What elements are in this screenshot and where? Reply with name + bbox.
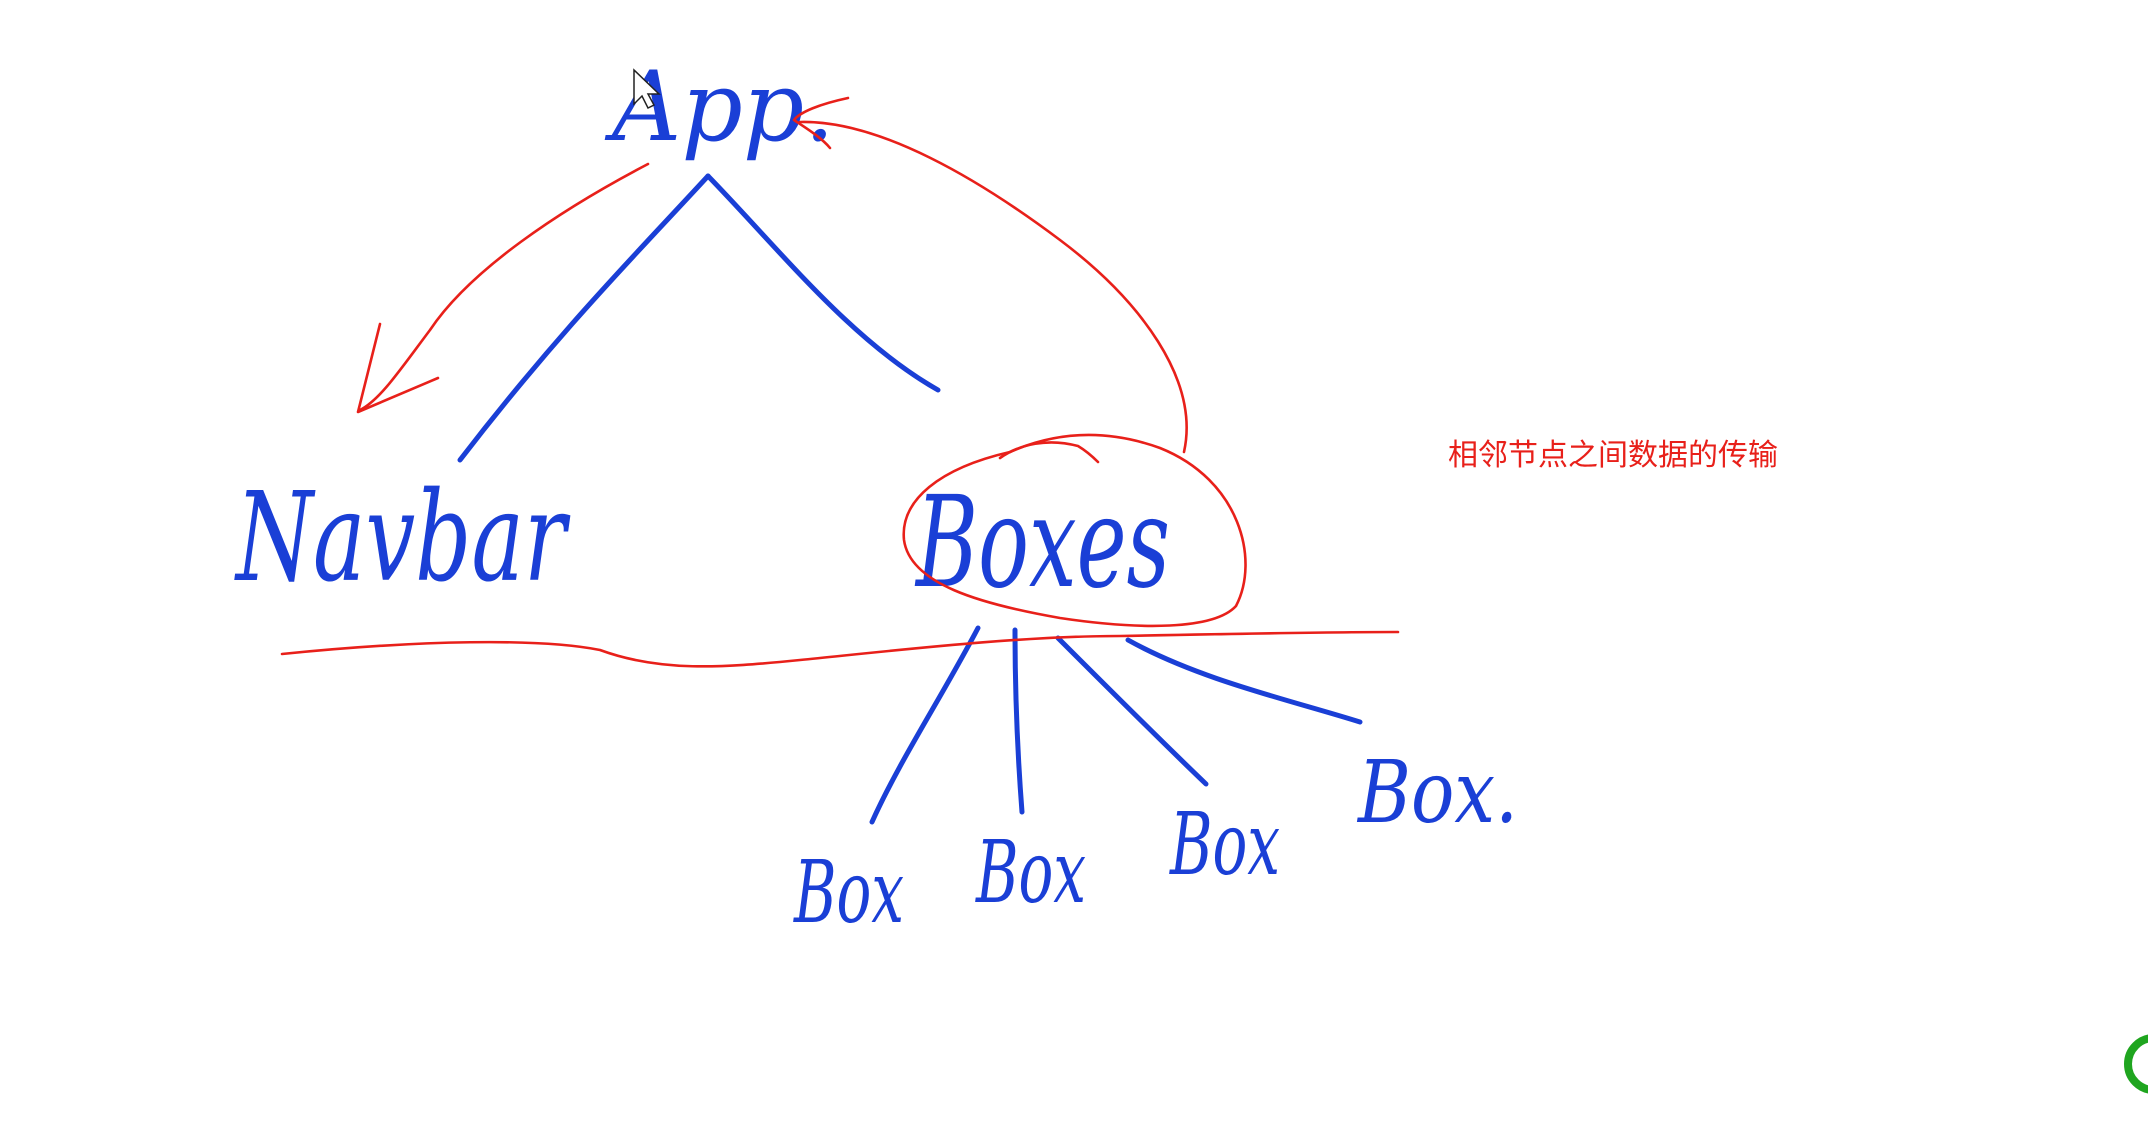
- edge-boxes-box-1: [869, 625, 981, 825]
- arrow-boxes-to-app: [798, 120, 1188, 454]
- mouse-pointer-icon: [633, 68, 661, 110]
- node-box-2: Box: [975, 823, 1086, 923]
- circle-around-boxes: [902, 433, 1247, 628]
- edge-app-navbar: [457, 173, 711, 463]
- arrow-boxes-to-app-head: [792, 96, 850, 150]
- edge-boxes-box-4: [1125, 637, 1363, 725]
- node-box-3: Box: [1169, 795, 1280, 895]
- edge-boxes-box-2: [1012, 627, 1025, 815]
- node-box-4: Box.: [1356, 743, 1518, 843]
- edge-app-boxes: [705, 173, 941, 393]
- edge-boxes-box-3: [1055, 635, 1209, 787]
- node-navbar: Navbar: [234, 466, 571, 610]
- annotation-caption: 相邻节点之间数据的传输: [1448, 438, 1778, 473]
- arrow-app-to-navbar-head: [356, 322, 440, 414]
- arrow-app-to-navbar: [358, 162, 650, 412]
- divider-line: [280, 630, 1400, 668]
- node-box-1: Box: [793, 843, 904, 943]
- node-boxes: Boxes: [915, 469, 1170, 616]
- status-circle-icon: [2124, 1034, 2148, 1098]
- circle-around-boxes-tail: [998, 441, 1100, 464]
- node-app: App.: [604, 51, 835, 163]
